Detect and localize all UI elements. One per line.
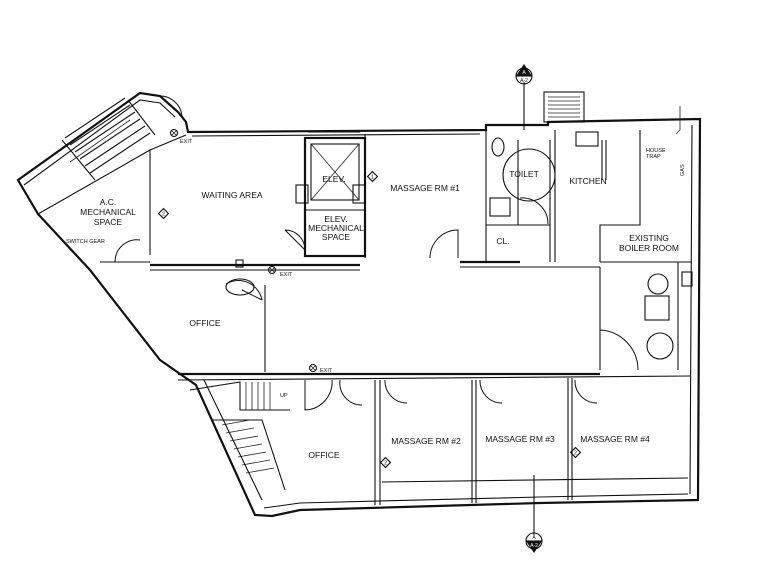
section-marker-top: A A-2 (515, 64, 533, 130)
exit-label-top: EXIT (180, 139, 193, 145)
wall-tag-diamond-icon: 2 (379, 456, 392, 469)
office-upper-label: OFFICE (189, 318, 220, 328)
svg-text:2: 2 (574, 451, 577, 457)
exit-label-middle: EXIT (280, 272, 293, 278)
svg-text:1: 1 (371, 175, 374, 181)
svg-text:2: 2 (384, 461, 387, 467)
exit-sign-icons (169, 128, 318, 373)
kitchen-label: KITCHEN (569, 176, 606, 186)
office-lower-label: OFFICE (308, 450, 339, 460)
boiler-room-label-1: EXISTING (629, 233, 669, 243)
exterior-walls (16, 91, 702, 518)
doors (114, 95, 639, 411)
gas-label: GAS (680, 164, 686, 176)
elev-mech-label-2: MECHANICAL (308, 223, 364, 233)
section-marker-bottom-letter: A (532, 535, 536, 541)
house-trap-label-1: HOUSE (646, 148, 666, 154)
elev-mech-label-3: SPACE (322, 232, 351, 242)
section-marker-top-sheet: A-2 (520, 78, 528, 84)
ac-mech-label-3: SPACE (94, 217, 123, 227)
toilet-label: TOILET (509, 169, 539, 179)
fixtures (225, 131, 693, 360)
house-trap-label-2: TRAP (646, 154, 661, 160)
exit-sign-icon (267, 265, 277, 275)
stair-upper-left (61, 97, 156, 181)
room-labels: A.C. MECHANICAL SPACE WAITING AREA ELEV.… (80, 169, 679, 460)
ac-mech-label-1: A.C. (100, 197, 117, 207)
interior-walls (37, 130, 692, 505)
minor-labels: EXIT EXIT EXIT SWITCH GEAR HOUSE TRAP GA… (66, 139, 686, 399)
exit-label-lower: EXIT (320, 368, 333, 374)
massage-room-4-label: MASSAGE RM #4 (580, 434, 650, 444)
switch-gear-label: SWITCH GEAR (66, 239, 105, 245)
exit-sign-icon (235, 259, 244, 268)
elevator-label: ELEV. (322, 174, 345, 184)
elev-mech-label-1: ELEV. (324, 214, 347, 224)
gas-line (675, 106, 681, 135)
exit-sign-icon (308, 363, 318, 373)
stair-lower-left (189, 381, 290, 491)
massage-room-2-label: MASSAGE RM #2 (391, 436, 461, 446)
svg-text:2: 2 (162, 212, 165, 218)
exit-sign-icon (169, 128, 179, 138)
wall-type-tags: 2 2 2 1 (157, 170, 582, 469)
stair-up-label: UP (280, 393, 288, 399)
waiting-area-label: WAITING AREA (201, 190, 262, 200)
boiler-room-label-2: BOILER ROOM (619, 243, 679, 253)
section-marker-top-letter: A (522, 70, 526, 76)
section-marker-bottom: A A-2 (525, 475, 543, 553)
massage-room-3-label: MASSAGE RM #3 (485, 434, 555, 444)
massage-room-1-label: MASSAGE RM #1 (390, 183, 460, 193)
elevator-note-tag-icon: 1 (366, 170, 379, 183)
wall-tag-diamond-icon: 2 (157, 207, 170, 220)
closet-label: CL. (496, 236, 509, 246)
wall-tag-diamond-icon: 2 (569, 446, 582, 459)
ac-mech-label-2: MECHANICAL (80, 207, 136, 217)
stair-top-right (543, 91, 585, 123)
section-marker-bottom-sheet: A-2 (530, 543, 538, 549)
